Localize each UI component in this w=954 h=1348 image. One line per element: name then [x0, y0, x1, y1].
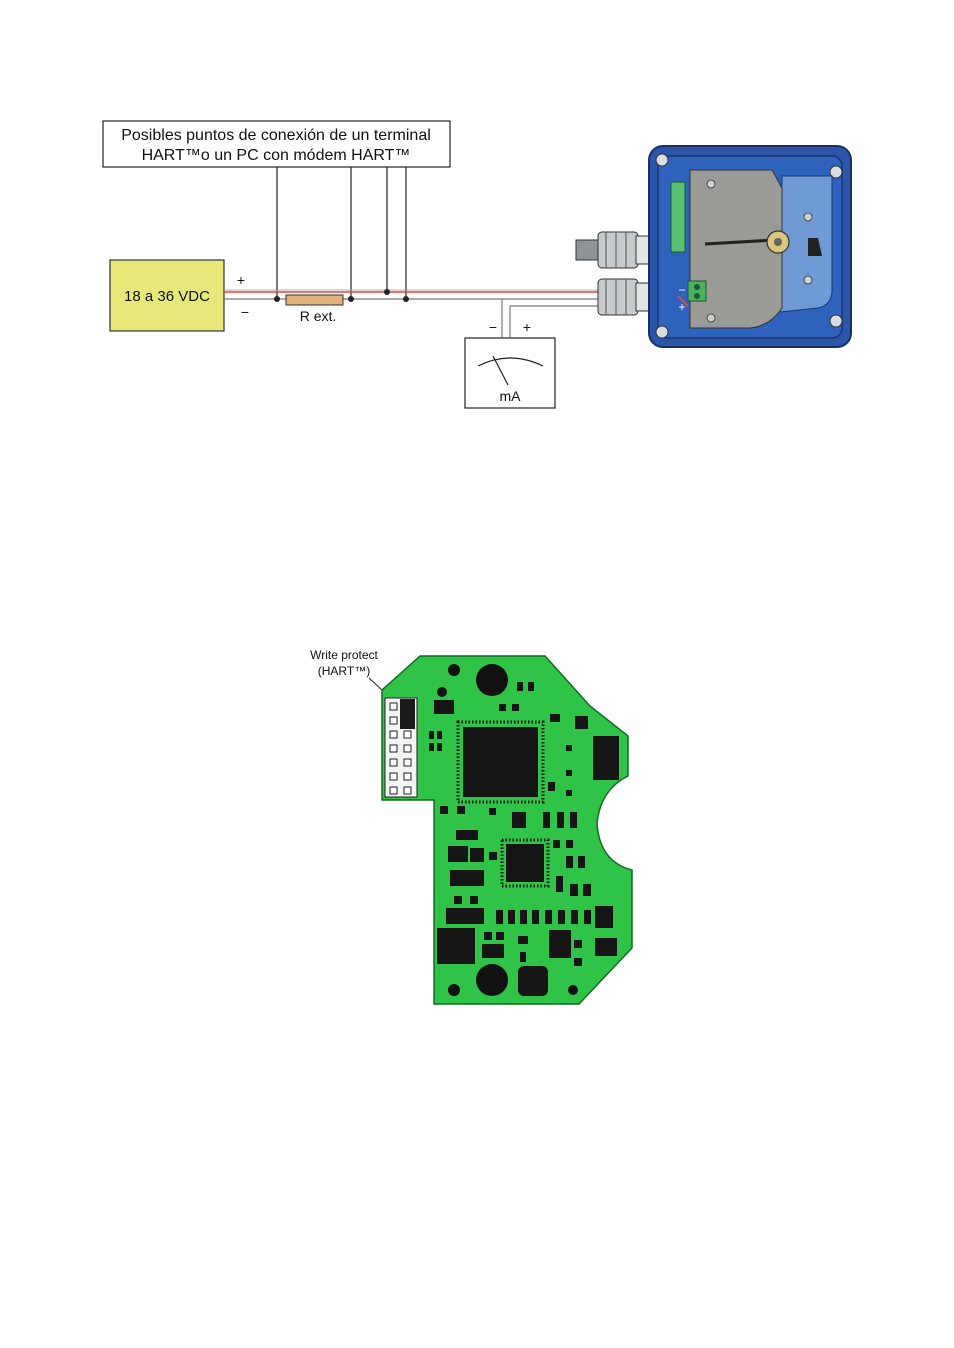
hart-box-line2: HART™o un PC con módem HART™	[142, 147, 411, 164]
transmitter-housing: − +	[575, 145, 852, 348]
terminal-strip	[670, 181, 686, 253]
junction-dots	[274, 289, 409, 302]
pointer-arm	[704, 238, 776, 246]
ammeter-scale-arc	[477, 357, 544, 367]
hart-connection-box	[102, 120, 451, 168]
hart-tap-lines	[276, 167, 407, 299]
mounting-holes	[448, 664, 578, 996]
secondary-ic	[506, 844, 544, 882]
pcb-diagram: Write protect (HART™)	[310, 648, 633, 1005]
cable-gland-upper	[575, 231, 653, 269]
transmitter-minus-sign: −	[678, 283, 685, 297]
wiring-diagram: Posibles puntos de conexión de un termin…	[102, 120, 852, 409]
housing-screws	[655, 153, 843, 339]
smd-components	[429, 682, 617, 966]
external-resistor	[285, 294, 344, 306]
inductor	[518, 966, 548, 996]
hart-box-line1: Posibles puntos de conexión de un termin…	[121, 127, 431, 144]
write-protect-label: Write protect	[310, 648, 378, 662]
supply-minus-sign: −	[241, 304, 249, 320]
supply-plus-sign: +	[237, 272, 245, 288]
pcb-board	[381, 655, 633, 1005]
negative-wire	[224, 298, 598, 338]
resistor-label: R ext.	[300, 308, 337, 324]
ammeter-label: mA	[500, 388, 522, 404]
side-ic	[593, 736, 619, 780]
transmitter-plus-sign: +	[678, 300, 685, 314]
ammeter-needle	[492, 355, 509, 386]
ammeter-minus-sign: −	[489, 319, 497, 335]
ammeter-box	[464, 337, 556, 409]
main-ic	[463, 727, 538, 797]
ammeter-plus-sign: +	[523, 319, 531, 335]
write-protect-hart-label: (HART™)	[318, 664, 370, 678]
header-pins	[389, 702, 412, 795]
cable-gland-lower	[597, 278, 653, 316]
power-supply-box	[109, 259, 225, 332]
power-supply-label: 18 a 36 VDC	[124, 288, 210, 305]
sensor-plate	[689, 169, 783, 329]
